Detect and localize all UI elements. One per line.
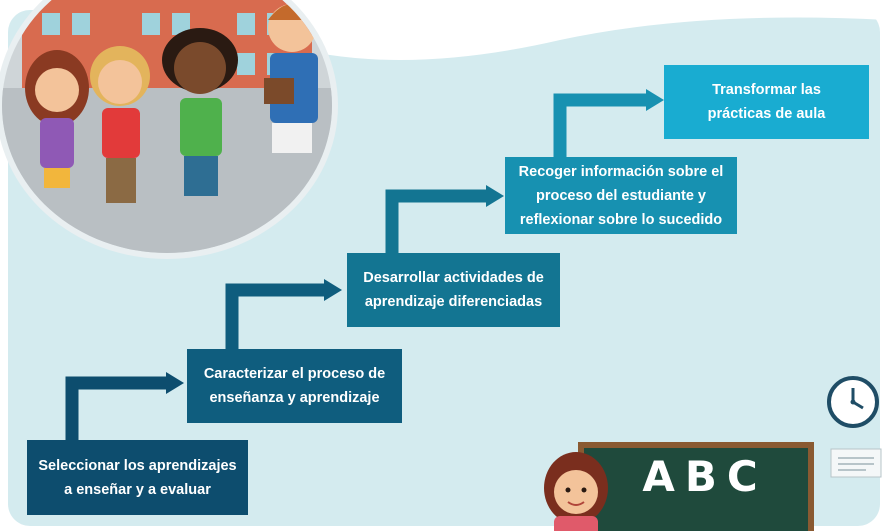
step-2-box: Caracterizar el proceso de enseñanza y a… bbox=[187, 349, 402, 423]
step-4-line1: Recoger información sobre el bbox=[518, 163, 724, 180]
chalkboard-text: ABC bbox=[642, 452, 768, 501]
step-3-line1: Desarrollar actividades de bbox=[363, 270, 544, 286]
step-5-line1: Transformar las bbox=[712, 82, 821, 98]
step-1-line2: a enseñar y a evaluar bbox=[64, 481, 211, 498]
clock-icon bbox=[827, 376, 879, 428]
top-wave bbox=[250, 0, 887, 60]
step-1-box: Seleccionar los aprendizajes a enseñar y… bbox=[27, 440, 248, 515]
step-5-box: Transformar las prácticas de aula bbox=[664, 65, 869, 139]
step-3-line2: aprendizaje diferenciadas bbox=[364, 294, 543, 310]
step-2-line2: enseñanza y aprendizaje bbox=[209, 390, 380, 406]
chalkboard-scene bbox=[544, 442, 814, 531]
step-5-line2: prácticas de aula bbox=[707, 106, 826, 122]
step-4-line2: proceso del estudiante y bbox=[535, 187, 706, 204]
chalkboard-icon bbox=[578, 442, 814, 531]
teacher-icon bbox=[544, 452, 608, 531]
step-2-line1: Caracterizar el proceso de bbox=[203, 366, 386, 382]
step-4-line3: reflexionar sobre lo sucedido bbox=[519, 211, 723, 228]
paper-icon bbox=[830, 448, 882, 478]
step-1-line1: Seleccionar los aprendizajes bbox=[38, 457, 237, 474]
step-3-box: Desarrollar actividades de aprendizaje d… bbox=[347, 253, 560, 327]
step-4-box: Recoger información sobre el proceso del… bbox=[505, 157, 737, 234]
